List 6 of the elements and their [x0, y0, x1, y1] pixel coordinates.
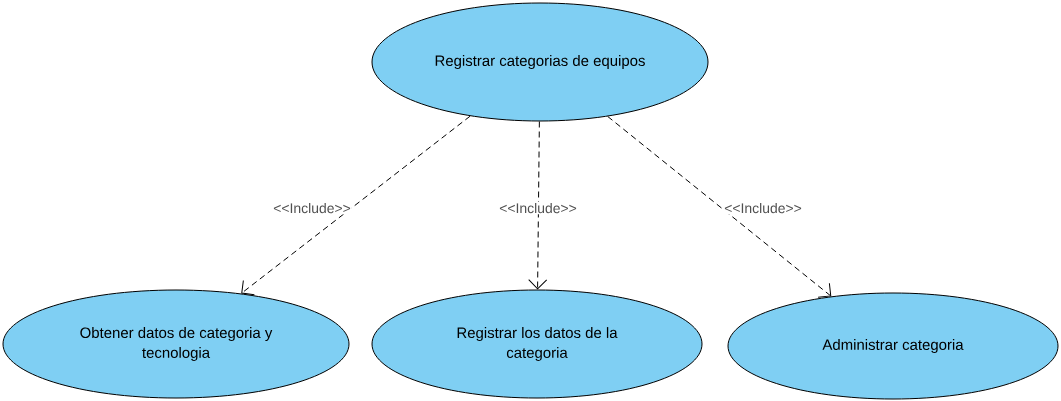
include-arrow — [241, 115, 471, 296]
include-arrow — [528, 121, 548, 290]
edge-label: <<Include>> — [272, 201, 352, 215]
include-arrow — [607, 116, 832, 298]
edge-label: <<Include>> — [723, 201, 803, 215]
edge-label: <<Include>> — [498, 201, 578, 215]
